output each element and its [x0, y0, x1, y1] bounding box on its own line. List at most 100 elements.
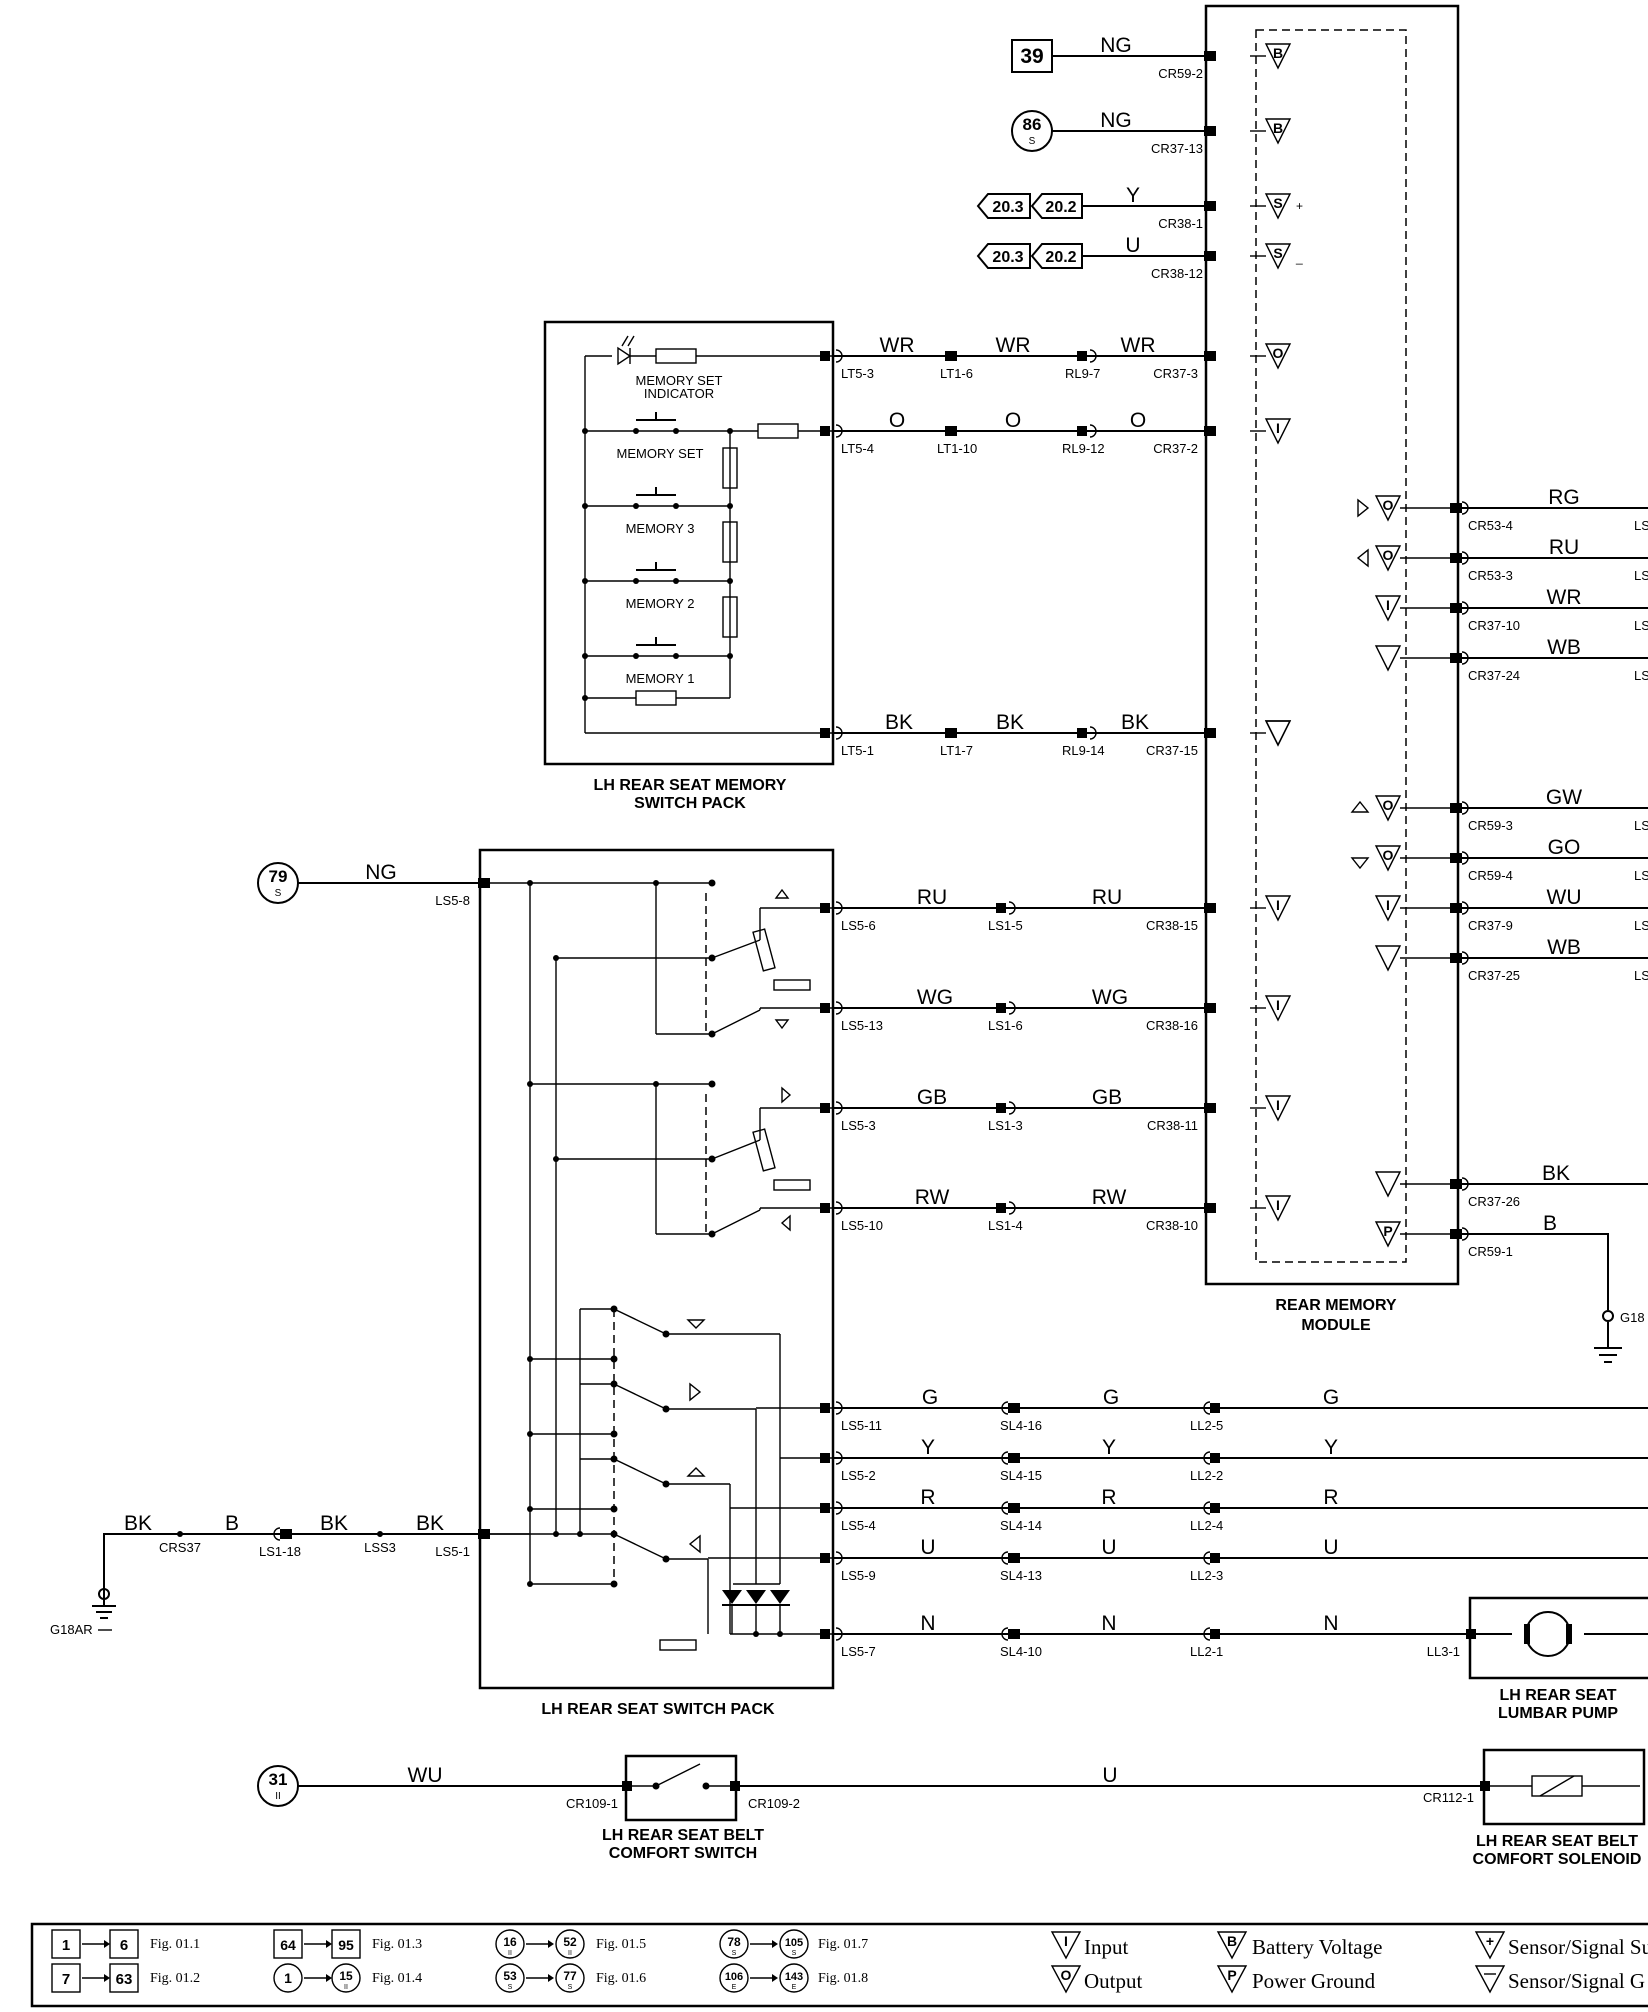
symbol-output-wr: O: [1273, 345, 1284, 361]
svg-text:95: 95: [338, 1937, 354, 1953]
svg-text:63: 63: [116, 1971, 133, 1988]
wire-g-a: G: [922, 1386, 938, 1409]
svg-text:1: 1: [284, 1970, 292, 1986]
symbol-sensor-minus: S: [1273, 245, 1282, 261]
legend-ref-106-143[interactable]: 106 E 143 E Fig. 01.8: [719, 1963, 868, 1993]
rear-memory-module-label-1: REAR MEMORY: [1275, 1297, 1397, 1314]
legend-ref-16-52[interactable]: 16 II 52 II Fig. 01.5: [495, 1929, 646, 1959]
svg-text:77: 77: [563, 1969, 577, 1983]
svg-text:LS5-11: LS5-11: [841, 1418, 882, 1433]
memory-pack-label-2: SWITCH PACK: [634, 795, 746, 812]
svg-text:CR53-4: CR53-4: [1468, 518, 1513, 533]
wire-r-c: R: [1323, 1486, 1338, 1509]
belt-solenoid-box: [1482, 1748, 1646, 1826]
svg-text:O: O: [1383, 547, 1394, 563]
legend-ref-53-77[interactable]: 53 S 77 S Fig. 01.6: [495, 1963, 646, 1993]
svg-text:LS5-1: LS5-1: [435, 1544, 470, 1559]
wire-color-wb-r2: WB: [1547, 936, 1581, 959]
memory-set-label: MEMORY SET: [617, 446, 704, 461]
legend-sensor-plus: + Sensor/Signal Su: [1474, 1931, 1648, 1960]
ref-box-39[interactable]: 39: [1011, 39, 1053, 73]
wire-n-b: N: [1101, 1612, 1116, 1635]
memory-set-indicator-label: MEMORY SET: [636, 373, 723, 388]
symbol-input-wg: I: [1276, 997, 1280, 1013]
svg-text:Output: Output: [1084, 1969, 1143, 1993]
connector-cr37-13: CR37-13: [1151, 141, 1203, 156]
svg-text:CR38-11: CR38-11: [1147, 1118, 1198, 1133]
wire-color-rg: RG: [1548, 486, 1580, 509]
connector-cr38-1: CR38-1: [1158, 216, 1203, 231]
svg-text:CR37-2: CR37-2: [1153, 441, 1198, 456]
svg-text:BK: BK: [416, 1512, 444, 1535]
wire-wr-2: WR: [996, 334, 1031, 357]
svg-text:S: S: [568, 1984, 573, 1991]
svg-text:78: 78: [727, 1935, 741, 1949]
svg-text:CR37-15: CR37-15: [1146, 743, 1198, 758]
wire-o-1: O: [889, 409, 905, 432]
svg-text:S: S: [275, 888, 282, 899]
svg-text:CR37-9: CR37-9: [1468, 918, 1513, 933]
memory-pack-label-1: LH REAR SEAT MEMORY: [594, 777, 787, 794]
svg-text:Fig. 01.8: Fig. 01.8: [818, 1971, 868, 1986]
switch-pack-box: [478, 848, 835, 1690]
svg-text:INDICATOR: INDICATOR: [644, 386, 714, 401]
wire-n-a: N: [920, 1612, 935, 1635]
symbol-input-rw: I: [1276, 1197, 1280, 1213]
svg-text:CR109-2: CR109-2: [748, 1796, 800, 1811]
svg-text:+: +: [1486, 1933, 1494, 1949]
svg-text:Sensor/Signal G: Sensor/Signal G: [1508, 1969, 1645, 1993]
lumbar-pump-box: [1468, 1596, 1648, 1680]
svg-text:Sensor/Signal Su: Sensor/Signal Su: [1508, 1935, 1648, 1959]
wire-color-ng-1: NG: [1100, 34, 1132, 57]
svg-text:CR59-1: CR59-1: [1468, 1244, 1513, 1259]
wire-ru-a: RU: [917, 886, 947, 909]
legend-ref-1-6[interactable]: 1 6 Fig. 01.1: [51, 1929, 200, 1959]
page-ref-20-2-b[interactable]: 20.2: [1030, 243, 1083, 269]
svg-text:O: O: [1383, 497, 1394, 513]
svg-text:LS1-6: LS1-6: [988, 1018, 1023, 1033]
svg-text:LS5-6: LS5-6: [841, 918, 876, 933]
belt-solenoid-label-1: LH REAR SEAT BELT: [1476, 1833, 1638, 1850]
legend-ref-1-15[interactable]: 1 15 II Fig. 01.4: [273, 1963, 422, 1993]
rear-memory-module-label-2: MODULE: [1301, 1317, 1371, 1334]
svg-text:P: P: [1383, 1223, 1392, 1239]
svg-text:LS: LS: [1634, 818, 1648, 833]
page-ref-20-3-b[interactable]: 20.3: [976, 243, 1031, 269]
belt-switch-label-2: COMFORT SWITCH: [609, 1845, 757, 1862]
svg-text:G18AR: G18AR: [50, 1622, 93, 1637]
svg-text:Fig. 01.1: Fig. 01.1: [150, 1937, 200, 1952]
ref-circle-31[interactable]: 31 II: [257, 1765, 299, 1807]
wire-gb-b: GB: [1092, 1086, 1122, 1109]
svg-text:CR112-1: CR112-1: [1423, 1790, 1474, 1805]
svg-text:Fig. 01.6: Fig. 01.6: [596, 1971, 646, 1986]
page-ref-20-3-a[interactable]: 20.3: [976, 193, 1031, 219]
svg-text:CRS37: CRS37: [159, 1540, 201, 1555]
legend-ref-7-63[interactable]: 7 63 Fig. 01.2: [51, 1963, 200, 1993]
svg-text:S: S: [508, 1984, 513, 1991]
switch-pack-label: LH REAR SEAT SWITCH PACK: [541, 1701, 775, 1718]
svg-text:Fig. 01.4: Fig. 01.4: [372, 1971, 422, 1986]
legend-ref-78-105[interactable]: 78 S 105 S Fig. 01.7: [719, 1929, 868, 1959]
svg-text:LS: LS: [1634, 968, 1648, 983]
wire-y-c: Y: [1324, 1436, 1338, 1459]
svg-text:LL2-3: LL2-3: [1190, 1568, 1223, 1583]
belt-switch-label-1: LH REAR SEAT BELT: [602, 1827, 764, 1844]
wire-r-b: R: [1101, 1486, 1116, 1509]
page-ref-20-2-a[interactable]: 20.2: [1030, 193, 1083, 219]
svg-text:LS5-4: LS5-4: [841, 1518, 876, 1533]
ref-circle-79[interactable]: 79 S: [257, 862, 299, 904]
ref-circle-86[interactable]: 86 S: [1011, 110, 1053, 152]
wire-u-c: U: [1323, 1536, 1338, 1559]
svg-text:CR53-3: CR53-3: [1468, 568, 1513, 583]
svg-text:RL9-12: RL9-12: [1062, 441, 1105, 456]
legend-ref-64-95[interactable]: 64 95 Fig. 01.3: [273, 1929, 422, 1959]
svg-text:LS: LS: [1634, 668, 1648, 683]
symbol-input-o: I: [1276, 420, 1280, 436]
symbol-battery-2: B: [1273, 120, 1283, 136]
svg-text:39: 39: [1020, 45, 1043, 68]
svg-text:Fig. 01.7: Fig. 01.7: [818, 1937, 868, 1952]
svg-text:RL9-7: RL9-7: [1065, 366, 1100, 381]
svg-text:20.3: 20.3: [992, 249, 1023, 266]
svg-text:LS: LS: [1634, 918, 1648, 933]
